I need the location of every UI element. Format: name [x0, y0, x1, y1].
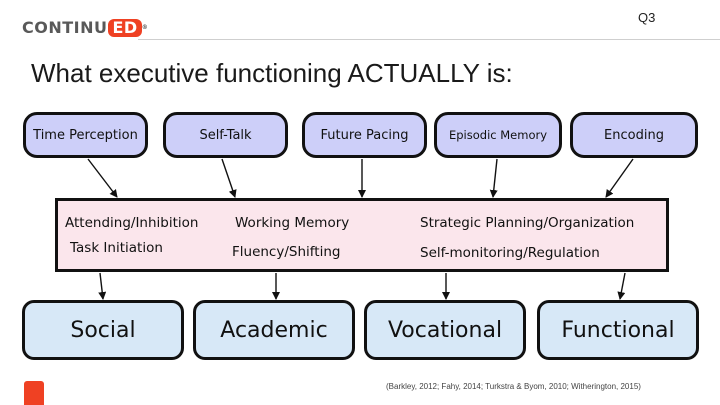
header-divider: [138, 39, 720, 40]
slide-title: What executive functioning ACTUALLY is:: [31, 58, 513, 88]
box-time-perception: Time Perception: [23, 112, 148, 158]
item-working-memory: Working Memory: [235, 215, 350, 231]
slide-number: Q3: [638, 10, 656, 25]
executive-functions-box: Attending/Inhibition Task Initiation Wor…: [55, 198, 669, 272]
arrow-self-talk: [221, 158, 237, 198]
box-social: Social: [22, 300, 184, 360]
logo-text: CONTINU: [22, 18, 108, 37]
logo-accent: ED: [108, 19, 142, 37]
item-self-monitoring: Self-monitoring/Regulation: [420, 245, 600, 261]
citation: (Barkley, 2012; Fahy, 2014; Turkstra & B…: [386, 382, 641, 391]
box-future-pacing: Future Pacing: [302, 112, 427, 158]
arrow-time-perception: [87, 158, 118, 198]
box-vocational: Vocational: [364, 300, 526, 360]
arrow-to-functional: [617, 272, 626, 300]
arrow-to-social: [98, 272, 107, 300]
box-self-talk: Self-Talk: [163, 112, 288, 158]
item-task-initiation: Task Initiation: [70, 240, 163, 256]
box-academic: Academic: [193, 300, 355, 360]
brand-corner-square: [24, 381, 44, 405]
logo-registered-mark: ®: [141, 24, 149, 31]
arrow-episodic-memory: [489, 158, 498, 198]
item-strategic-planning: Strategic Planning/Organization: [420, 215, 635, 231]
item-attending-inhibition: Attending/Inhibition: [65, 215, 199, 231]
box-episodic-memory: Episodic Memory: [434, 112, 562, 158]
item-fluency-shifting: Fluency/Shifting: [232, 244, 341, 260]
box-encoding: Encoding: [570, 112, 698, 158]
arrow-encoding: [605, 158, 634, 198]
box-functional: Functional: [537, 300, 699, 360]
